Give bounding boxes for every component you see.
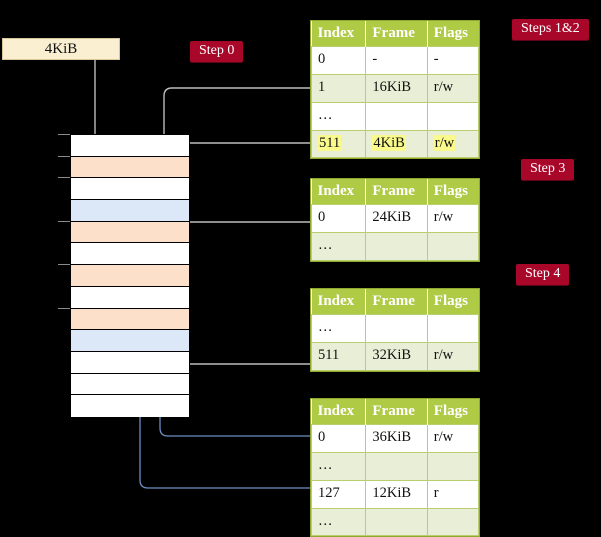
badge-step-4-label: Step 4 [525,266,561,281]
column-header-frame: Frame [365,179,428,205]
cell-flags [426,314,480,343]
cell-frame: 32KiB [365,342,428,371]
memory-frame-row [71,373,189,396]
memory-row-tick [58,155,70,157]
wire-t1r0-to-mem [177,221,312,268]
cell-index: 511 [310,342,367,371]
badge-step-3: Step 3 [521,159,575,181]
memory-frame-row [71,135,189,157]
memory-frame-row [71,395,189,417]
cell-flags: - [426,46,480,75]
memory-frame-row [71,178,189,201]
cell-frame [365,101,428,131]
badge-step-0: Step 0 [190,41,244,63]
column-header-index: Index [311,399,367,425]
memory-frame-row [71,156,189,179]
memory-row-tick [58,177,70,179]
cell-frame: 16KiB [365,74,428,103]
wire-t0r511-to-mem [177,142,312,252]
memory-row-tick [58,220,70,222]
cell-frame [365,314,428,343]
badge-steps-1-2-label: Steps 1&2 [521,21,580,36]
memory-frame-row [71,221,189,244]
cell-flags [426,452,480,481]
badge-step-0-label: Step 0 [199,43,235,58]
memory-frame-row [71,200,189,222]
cell-flags [426,101,480,131]
cell-flags: r/w [426,129,480,159]
wire-t2r511-to-mem [171,314,312,365]
page-table-row: … [310,101,480,131]
cell-flags: r [426,479,480,509]
column-header-flags: Flags [427,289,479,315]
badge-steps-1-2: Steps 1&2 [512,19,589,41]
memory-frame-row [71,243,189,266]
column-header-frame: Frame [365,289,428,315]
cell-flags [426,507,480,537]
cell-flags: r/w [426,74,480,103]
cell-frame [365,507,428,537]
source-frame-box: 4KiB [2,38,120,60]
cell-index: … [310,507,367,537]
column-header-flags: Flags [427,399,479,425]
cell-flags [426,232,480,261]
page-table-row: 0-- [310,46,480,75]
column-header-flags: Flags [427,21,479,47]
column-header-frame: Frame [365,399,428,425]
page-table-row: … [310,452,480,481]
cell-frame [365,452,428,481]
cell-frame: - [365,46,428,75]
physical-memory-column [70,134,190,417]
cell-frame: 36KiB [365,424,428,453]
memory-row-tick [58,134,70,135]
cell-frame: 24KiB [365,204,428,233]
memory-row-tick [58,264,70,266]
cell-index: 0 [310,204,367,233]
badge-step-3-label: Step 3 [530,161,566,176]
column-header-index: Index [311,289,367,315]
source-frame-label: 4KiB [44,40,78,57]
cell-index: … [310,232,367,261]
cell-flags: r/w [426,342,480,371]
column-header-frame: Frame [365,21,428,47]
cell-frame: 12KiB [365,479,428,509]
cell-flags: r/w [426,204,480,233]
page-table-row: … [310,507,480,537]
column-header-flags: Flags [427,179,479,205]
cell-frame: 4KiB [365,129,428,159]
memory-frame-row [71,265,189,287]
memory-frame-row [71,308,189,331]
cell-frame [365,232,428,261]
cell-index: … [310,314,367,343]
cell-index: 0 [310,424,367,453]
cell-index: … [310,101,367,131]
page-table-row: … [310,314,480,343]
memory-frame-row [71,351,189,374]
memory-row-tick [58,307,70,309]
cell-index: 1 [310,74,367,103]
memory-frame-row [71,286,189,309]
memory-frame-row [71,330,189,352]
cell-index: 0 [310,46,367,75]
column-header-index: Index [311,179,367,205]
column-header-index: Index [311,21,367,47]
badge-step-4: Step 4 [516,264,570,286]
cell-index: … [310,452,367,481]
cell-index: 511 [310,129,367,159]
cell-flags: r/w [426,424,480,453]
page-table-row: … [310,232,480,261]
cell-index: 127 [310,479,367,509]
